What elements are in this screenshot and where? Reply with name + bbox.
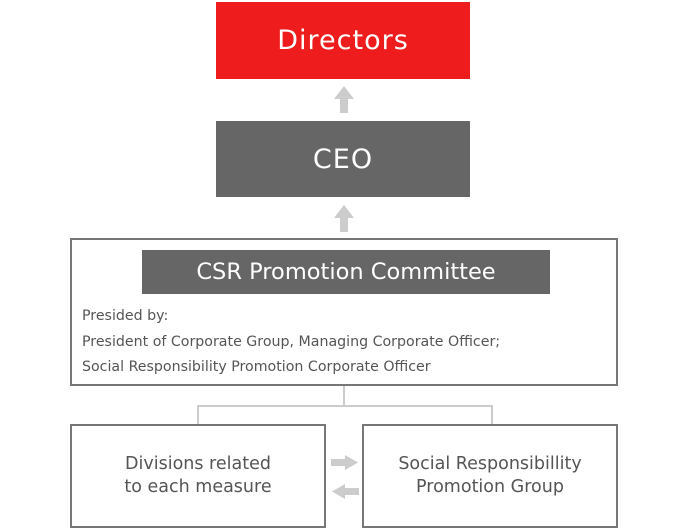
presided-line: President of Corporate Group, Managing C… bbox=[82, 333, 501, 350]
divisions-box: Divisions related to each measure bbox=[70, 424, 326, 528]
srpg-line: Promotion Group bbox=[416, 477, 564, 497]
ceo-box: CEO bbox=[216, 121, 470, 197]
ceo-label: CEO bbox=[312, 143, 374, 175]
committee-title: CSR Promotion Committee bbox=[142, 250, 550, 294]
arrow-up-ceo-to-directors bbox=[334, 86, 354, 113]
arrow-right bbox=[331, 455, 358, 470]
presided-line: Presided by: bbox=[82, 308, 169, 324]
social-responsibility-group-box: Social Responsibillity Promotion Group bbox=[362, 424, 618, 528]
directors-box: Directors bbox=[216, 2, 470, 79]
bracket-connector bbox=[197, 386, 493, 424]
divisions-line: to each measure bbox=[124, 477, 272, 497]
arrow-up-committee-to-ceo bbox=[334, 205, 354, 232]
divisions-line: Divisions related bbox=[125, 454, 271, 474]
srpg-line: Social Responsibillity bbox=[398, 454, 582, 474]
arrow-left bbox=[332, 484, 359, 499]
presided-line: Social Responsibility Promotion Corporat… bbox=[82, 359, 431, 375]
committee-title-label: CSR Promotion Committee bbox=[196, 259, 496, 285]
directors-label: Directors bbox=[277, 25, 409, 56]
presided-by-text: Presided by: President of Corporate Grou… bbox=[82, 304, 500, 381]
csr-committee-box: CSR Promotion Committee Presided by: Pre… bbox=[70, 238, 618, 386]
